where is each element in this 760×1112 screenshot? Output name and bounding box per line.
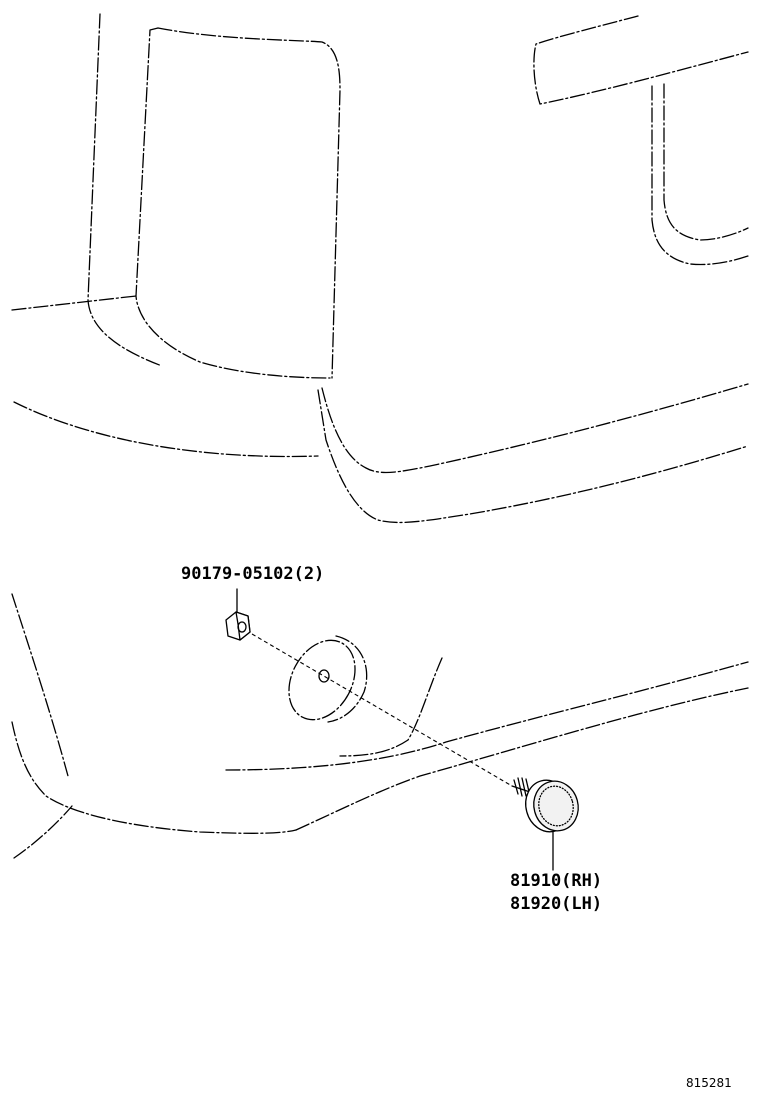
body-outline-upper [11,13,749,524]
assembly-line [251,633,513,787]
nut-part-number: 90179-05102(2) [181,564,325,584]
nut-part [225,588,251,641]
mounting-hole [288,635,368,723]
reflector-rh-part-number: 81910(RH) [510,871,603,891]
body-outline-lower [11,593,749,859]
diagram-id: 815281 [686,1076,732,1090]
reflector-part [511,777,579,871]
reflector-lh-part-number: 81920(LH) [510,894,603,914]
